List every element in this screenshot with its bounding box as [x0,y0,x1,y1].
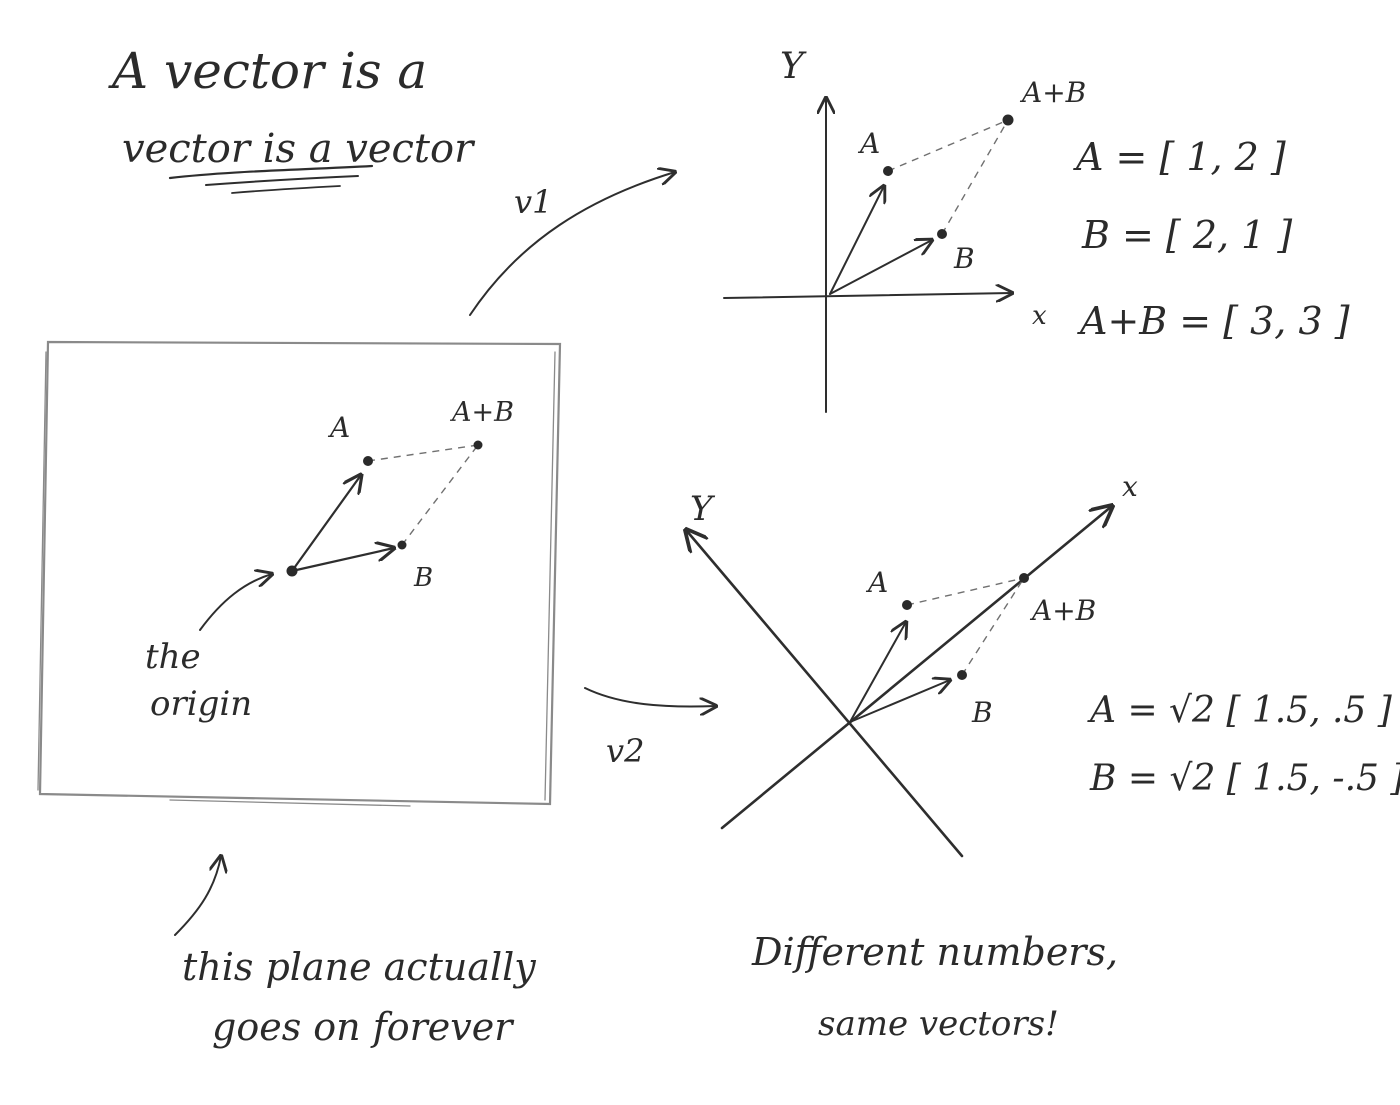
view2-eq-b: B = √2 [ 1.5, -.5 ] [1089,758,1400,799]
plane-point-sum [473,440,483,450]
plane-border [38,340,562,806]
plane-dash-a-sum [367,444,479,462]
v1-label: v1 [514,183,552,221]
v2-arrow-group: v2 [584,687,716,770]
view1-eq-a: A = [ 1, 2 ] [1073,135,1286,179]
view2-footer-line1: Different numbers, [751,930,1118,974]
v1-arrow-group: v1 [469,172,675,316]
view1-label-b: B [953,242,975,275]
view1-vector-a [829,186,884,295]
view2-label-b: B [971,696,993,729]
origin-pointer-arrow [199,574,272,631]
view2-point-a [902,600,912,610]
view1: Y x A B A+B A = [ 1, 2 ] B = [ 2, 1 ] A+… [723,46,1350,413]
view2: Y x A A+B B A = √2 [ 1.5, .5 ] B = √2 [ … [686,470,1400,1044]
title-line2: vector is a vector [122,126,476,172]
plane-dash-b-sum [401,444,479,546]
view2-point-b [957,670,967,680]
plane-label-b: B [413,563,433,593]
view2-axis-x-label: x [1122,470,1138,503]
view1-point-sum [1002,114,1014,126]
view2-point-sum [1019,573,1029,583]
origin-note-line2: origin [150,684,252,724]
view1-point-b [937,229,947,239]
plane-footer-line1: this plane actually [182,945,536,989]
view2-y-axis [686,530,964,858]
view2-eq-a: A = √2 [ 1.5, .5 ] [1087,690,1393,731]
view1-axis-x-label: x [1032,301,1047,331]
v1-arrow [469,172,675,316]
view2-vector-a [849,622,906,723]
title-line1: A vector is a [108,42,427,100]
view2-label-a: A [865,566,888,599]
plane: A A+B B the origin this plane actually g… [37,340,562,1049]
view1-label-sum: A+B [1019,76,1086,109]
view1-x-axis [723,293,1012,298]
plane-label-a: A [327,411,350,444]
plane-vector-b [290,548,394,573]
view1-vector-b [829,240,932,295]
plane-vector-a [290,475,361,573]
plane-footer-line2: goes on forever [212,1005,515,1049]
view1-dash-b-sum [941,119,1009,235]
plane-point-a [363,456,373,466]
view2-x-axis [720,506,1112,830]
view2-axis-y-label: Y [690,489,716,529]
forever-pointer-arrow [174,856,221,936]
view2-dash-b-sum [961,577,1025,676]
view1-point-a [883,166,893,176]
title-underline [168,164,374,180]
view1-axis-y-label: Y [780,46,807,87]
view1-dash-a-sum [887,119,1009,172]
title: A vector is a vector is a vector [108,42,476,194]
view1-label-a: A [857,127,880,160]
v2-arrow [584,687,716,707]
plane-label-sum: A+B [449,397,514,428]
v2-label: v2 [606,732,644,770]
origin-note-line1: the [145,637,201,677]
view2-label-sum: A+B [1029,594,1096,627]
view1-eq-b: B = [ 2, 1 ] [1081,213,1292,257]
view2-footer-line2: same vectors! [818,1004,1059,1044]
view2-vector-b [849,680,950,723]
plane-origin-dot [286,565,298,577]
plane-point-b [397,540,407,550]
view1-eq-sum: A+B = [ 3, 3 ] [1077,299,1350,343]
